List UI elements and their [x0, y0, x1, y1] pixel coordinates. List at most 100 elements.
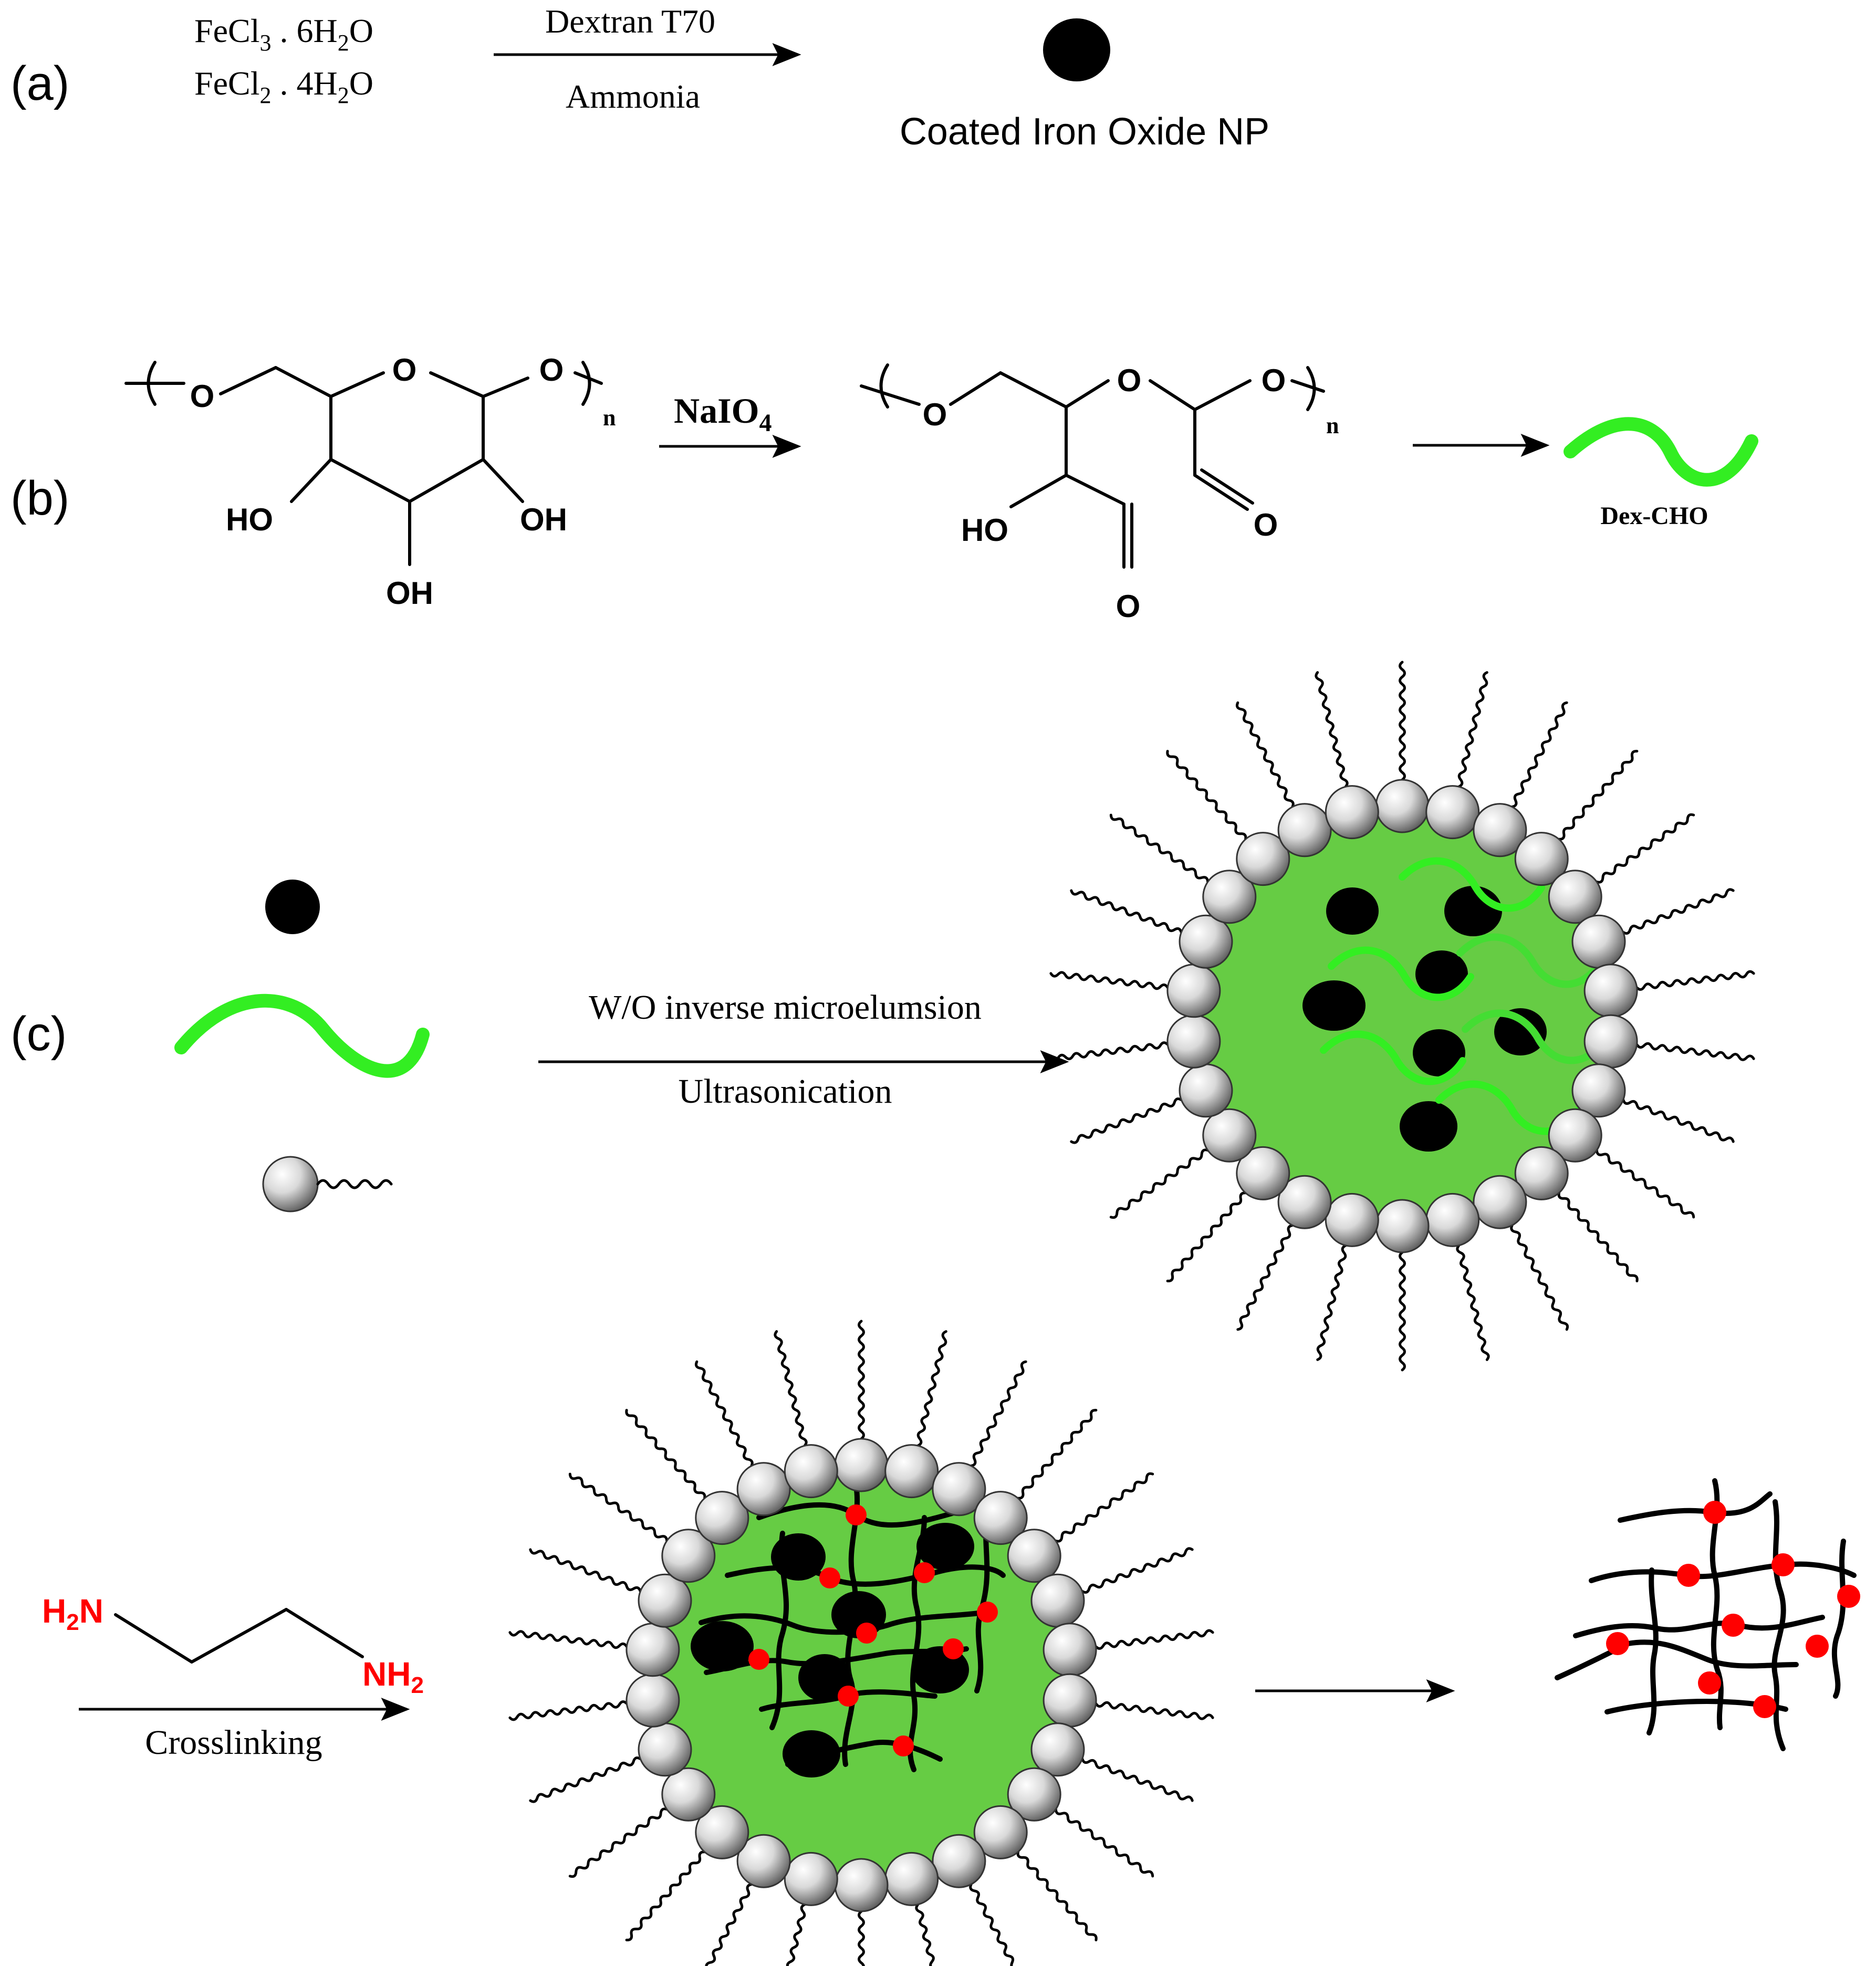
crosslinked-droplet: [508, 1320, 1214, 1966]
surfactant-tail: [1081, 1758, 1194, 1802]
dex-cho-label: Dex-CHO: [1600, 502, 1708, 530]
surfactant-tail: [1457, 671, 1488, 788]
surfactant-head: [661, 1529, 716, 1583]
surfactant-tail: [1557, 749, 1639, 841]
oxidized-hydroxyl: HO: [961, 513, 1008, 548]
surfactant-head: [932, 1462, 986, 1517]
surfactant-head: [1375, 1199, 1430, 1253]
crosslinked-chains: [699, 1483, 1006, 1772]
crosslink-points: [748, 1504, 998, 1756]
surfactant-head: [1166, 1014, 1221, 1069]
crosslinked-network: [1555, 1478, 1860, 1751]
network-chains: [1555, 1478, 1857, 1751]
glycosidic-oxygen-left: O: [190, 379, 215, 414]
hydroxyl-right: OH: [520, 502, 567, 537]
hydroxyl-bottom: OH: [386, 576, 433, 611]
nanoparticle-reactant: [265, 880, 320, 934]
surfactant-tail: [625, 1409, 706, 1500]
surfactant-head: [1007, 1529, 1061, 1583]
surfactant-head: [1571, 914, 1626, 969]
surfactant-tail: [1054, 1472, 1154, 1543]
surfactant-head: [1548, 870, 1602, 924]
surfactant-head: [1325, 1193, 1379, 1247]
surfactant-tail: [1081, 1547, 1194, 1594]
surfactant-tail: [1316, 1244, 1347, 1361]
surfactant-tail: [1399, 661, 1406, 781]
surfactant-head: [1277, 1175, 1332, 1229]
surfactant-tail: [1109, 813, 1210, 883]
dex-cho-reactant: [174, 994, 430, 1078]
dex-cho-chain: [1564, 417, 1758, 487]
surfactant-tails: [1049, 661, 1755, 1372]
surfactant-head: [1166, 964, 1221, 1018]
surfactant-tail: [1054, 1808, 1154, 1878]
surfactant-head: [1202, 1108, 1257, 1163]
surfactant-head: [1425, 785, 1480, 840]
surfactant-head: [1030, 1573, 1085, 1628]
network-crosslink-points: [1606, 1501, 1860, 1718]
surfactant-tail: [568, 1807, 669, 1878]
surfactant-head: [1043, 1623, 1097, 1677]
surfactant-tail: [1235, 701, 1295, 808]
surfactant-head: [1236, 832, 1290, 886]
surfactant-head: [736, 1834, 791, 1888]
surfactant-tail: [915, 1903, 935, 1966]
surfactant-tails: [508, 1320, 1214, 1966]
surfactant-head: [884, 1444, 939, 1499]
surfactant-tail: [1049, 1041, 1169, 1062]
panel-label-b: (b): [11, 472, 69, 525]
surfactant-head: [1375, 779, 1430, 833]
surfactant-tail: [1635, 970, 1755, 991]
surfactant-head: [1179, 914, 1233, 969]
surfactant-tail: [970, 1360, 1027, 1467]
surfactant-head: [932, 1834, 986, 1888]
surfactant-tail: [508, 1700, 628, 1721]
surfactant-head: [784, 1444, 838, 1499]
surfactant-head: [695, 1491, 749, 1545]
oxidized-dextran-structure: [860, 363, 1325, 569]
surfactant-head: [1425, 1193, 1480, 1247]
surfactant-head: [1583, 1014, 1638, 1069]
surfactant-tail: [1510, 701, 1568, 808]
oxidized-oxygen-right: O: [1262, 363, 1286, 398]
surfactant-head: [1277, 803, 1332, 857]
surfactant-reactant: [262, 1156, 393, 1212]
surfactant-tail: [1595, 813, 1695, 884]
panel-label-a: (a): [11, 57, 69, 110]
surfactant-head: [1325, 785, 1379, 840]
arrow-c-above-label: W/O inverse microelumsion: [589, 988, 982, 1027]
glycosidic-oxygen-right: O: [539, 352, 564, 388]
surfactant-head: [661, 1767, 716, 1822]
surfactant-head: [834, 1438, 889, 1492]
oxidant-label: NaIO4: [674, 391, 772, 437]
surfactant-tail: [625, 1850, 706, 1942]
encapsulated-nanoparticles: [1302, 886, 1547, 1152]
surfactant-tail: [1557, 1191, 1639, 1282]
surfactant-head: [834, 1858, 889, 1912]
surfactant-tail: [705, 1883, 753, 1966]
amine-left: H2N: [42, 1592, 103, 1635]
surfactant-head: [1548, 1108, 1602, 1163]
surfactant-head: [1179, 1063, 1233, 1118]
ring-oxygen: O: [392, 352, 417, 388]
surfactant-tail: [508, 1630, 628, 1649]
surfactant-tail: [568, 1472, 669, 1542]
surfactant-tail: [1095, 1701, 1214, 1720]
surfactant-head: [1202, 870, 1257, 924]
surfactant-head: [638, 1573, 692, 1628]
surfactant-head: [1030, 1722, 1085, 1777]
surfactant-heads: [1166, 779, 1638, 1253]
surfactant-tail: [1109, 1148, 1210, 1219]
amine-right: NH2: [362, 1655, 424, 1698]
surfactant-tail: [1456, 1244, 1490, 1361]
aldehyde-oxygen-right: O: [1254, 507, 1278, 542]
surfactant-head: [884, 1852, 939, 1906]
arrow-c2-below-label: Crosslinking: [145, 1723, 322, 1762]
surfactant-head: [1043, 1673, 1097, 1728]
surfactant-tail: [529, 1548, 642, 1593]
surfactant-head: [626, 1623, 680, 1677]
surfactant-tail: [1635, 1042, 1755, 1061]
surfactant-head: [973, 1491, 1028, 1545]
surfactant-tail: [1510, 1224, 1569, 1331]
ethylenediamine-structure: [114, 1608, 364, 1664]
